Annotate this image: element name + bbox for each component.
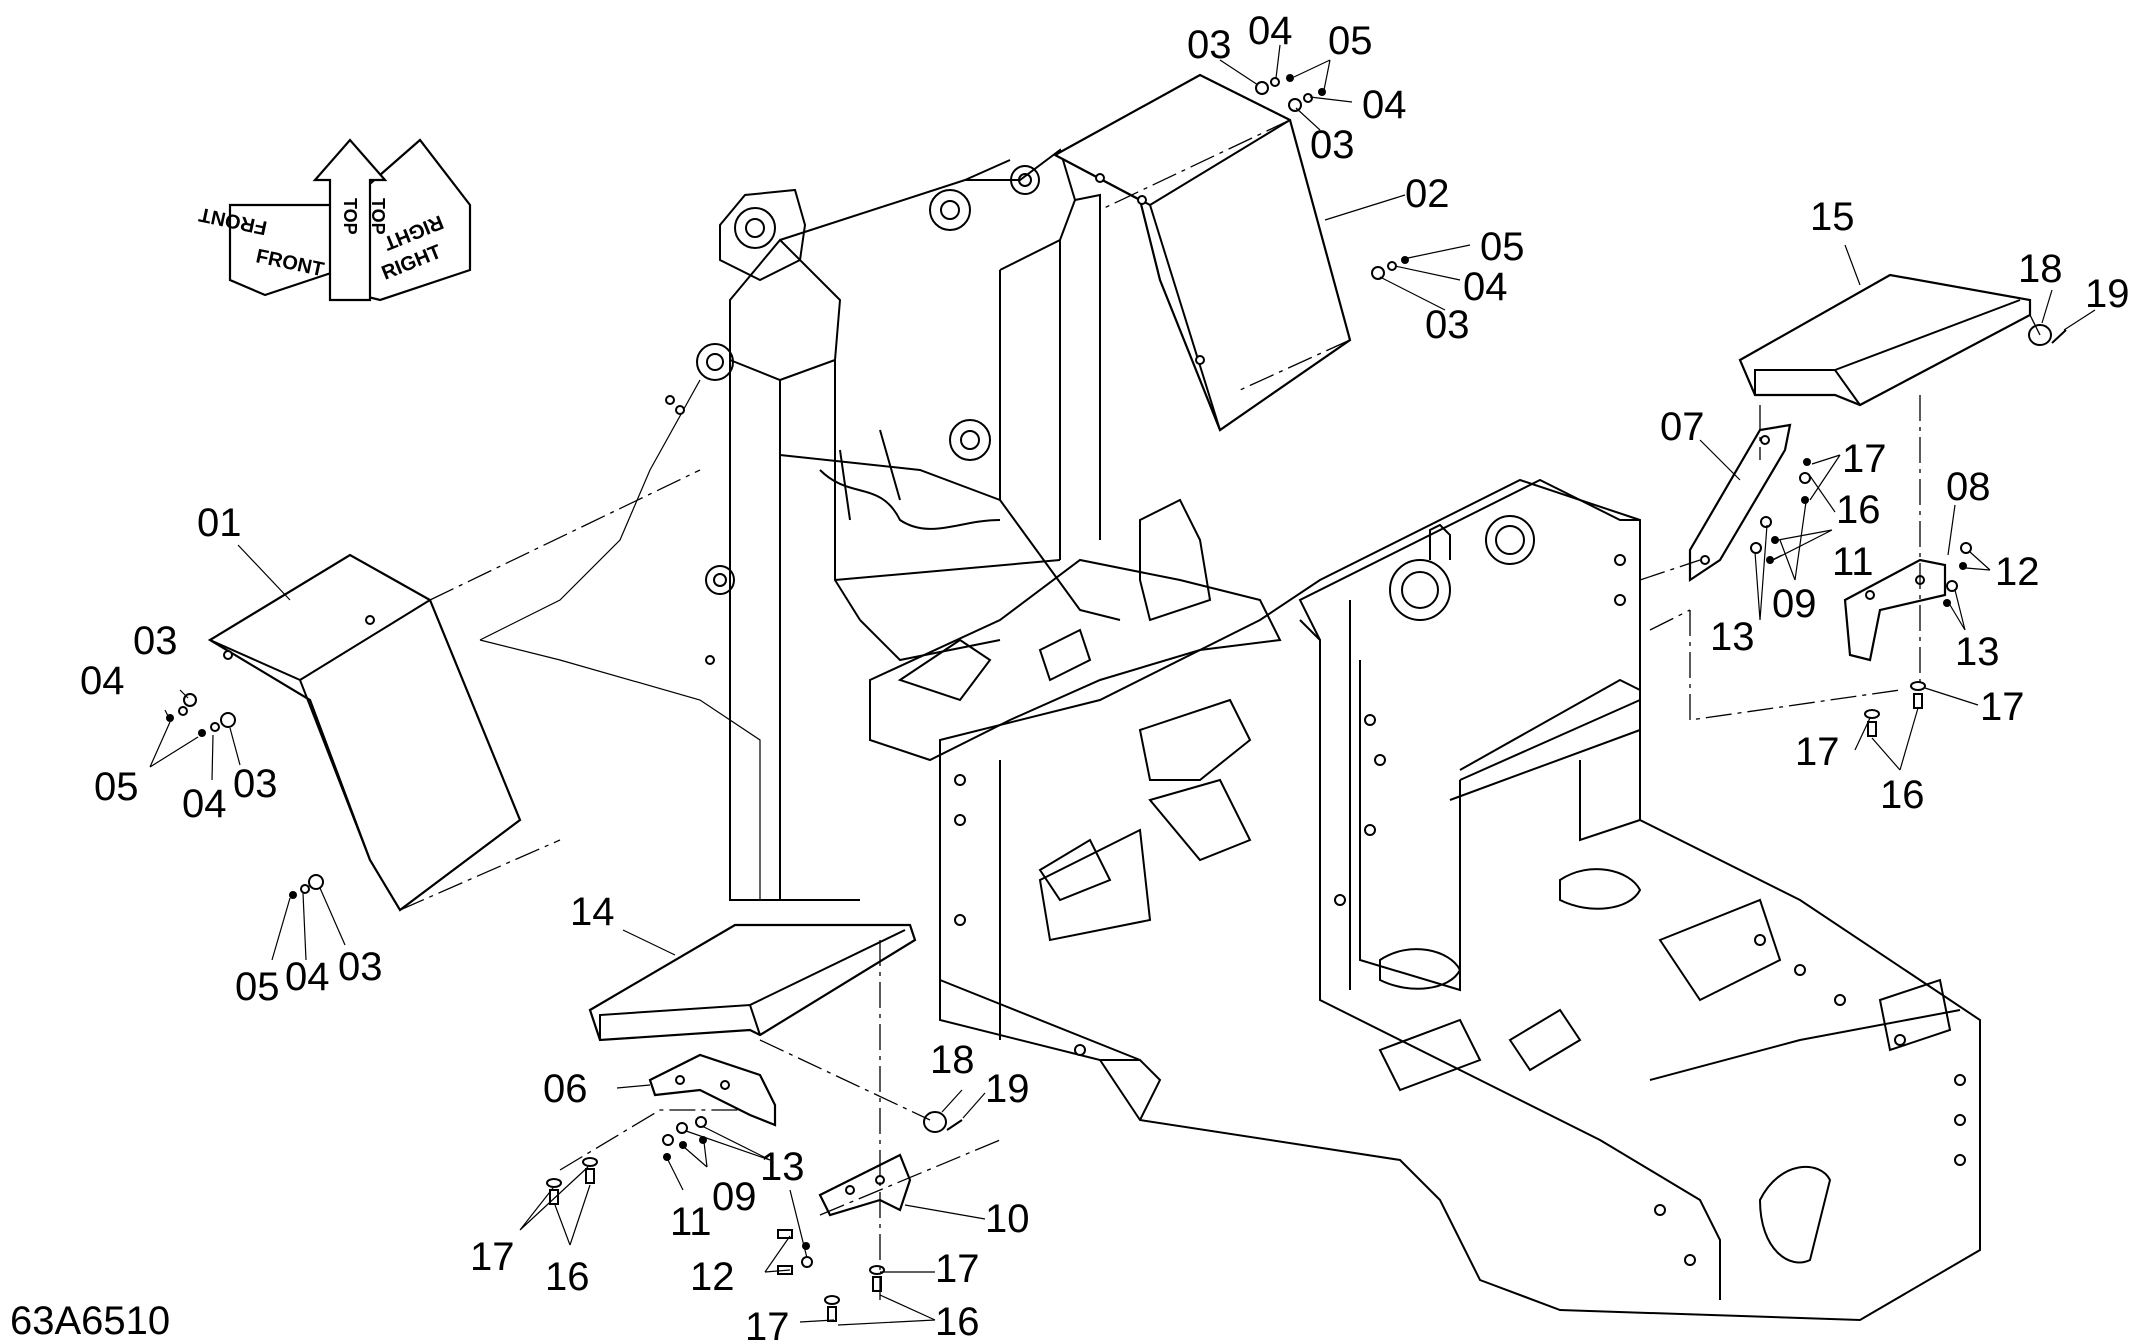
label-17: 17 <box>1980 685 2025 729</box>
label-18: 18 <box>930 1038 975 1082</box>
label-05: 05 <box>1328 19 1373 63</box>
label-11: 11 <box>670 1200 712 1244</box>
label-12: 12 <box>690 1255 735 1299</box>
label-04: 04 <box>80 659 125 703</box>
label-03: 03 <box>1425 303 1470 347</box>
label-09: 09 <box>712 1175 757 1219</box>
label-13: 13 <box>1710 615 1755 659</box>
label-16: 16 <box>1880 773 1925 817</box>
assembly-center-lines <box>399 119 2041 1300</box>
label-11: 11 <box>1832 540 1874 584</box>
label-17: 17 <box>745 1305 790 1341</box>
label-17: 17 <box>470 1235 515 1279</box>
label-03: 03 <box>1310 123 1355 167</box>
label-16: 16 <box>935 1300 980 1341</box>
main-frame <box>479 148 1981 1322</box>
label-01: 01 <box>197 501 242 545</box>
label-05: 05 <box>1480 225 1525 269</box>
label-09: 09 <box>1772 582 1817 626</box>
frame-bolts <box>665 395 1966 1266</box>
drawing-number: 63A6510 <box>10 1299 170 1341</box>
part-06-bracket <box>648 1053 777 1127</box>
label-10: 10 <box>985 1197 1030 1241</box>
label-17: 17 <box>1842 437 1887 481</box>
label-18: 18 <box>2018 247 2063 291</box>
label-04: 04 <box>1248 9 1293 53</box>
part-10-bracket <box>818 1153 912 1217</box>
hardware-washers-bolts <box>166 74 2067 1322</box>
label-04: 04 <box>1362 83 1407 127</box>
label-08: 08 <box>1946 465 1991 509</box>
label-17: 17 <box>935 1247 980 1291</box>
label-03: 03 <box>1187 23 1232 67</box>
part-15-right-step-cover <box>1738 273 2032 407</box>
label-16: 16 <box>545 1255 590 1299</box>
label-05: 05 <box>94 765 139 809</box>
part-labels: 01 03 04 05 04 03 05 04 03 03 04 05 04 0… <box>80 9 2130 1341</box>
label-19: 19 <box>985 1067 1030 1111</box>
label-15: 15 <box>1810 195 1855 239</box>
label-02: 02 <box>1405 172 1450 216</box>
label-16: 16 <box>1836 488 1881 532</box>
label-14: 14 <box>570 890 615 934</box>
orientation-indicator: FRONT FRONT TOP TOP RIGHT RIGHT <box>197 138 472 302</box>
label-03: 03 <box>338 945 383 989</box>
label-19: 19 <box>2085 272 2130 316</box>
label-05: 05 <box>235 965 280 1009</box>
leader-lines <box>149 44 2096 1326</box>
label-13: 13 <box>1955 630 2000 674</box>
label-04: 04 <box>1463 265 1508 309</box>
orientation-top-label: TOP <box>340 198 360 235</box>
label-17: 17 <box>1795 730 1840 774</box>
label-12: 12 <box>1995 550 2040 594</box>
label-13: 13 <box>760 1145 805 1189</box>
part-18-cap <box>923 324 2052 1133</box>
label-04: 04 <box>182 782 227 826</box>
orientation-top-label-second: TOP <box>368 198 388 235</box>
label-04: 04 <box>285 955 330 999</box>
label-06: 06 <box>543 1067 588 1111</box>
part-14-left-step-cover <box>588 923 917 1042</box>
part-01-front-left-cover <box>207 553 522 912</box>
part-02-upper-cover <box>1052 73 1352 432</box>
label-03: 03 <box>133 619 178 663</box>
part-07-bracket <box>1688 423 1792 583</box>
label-07: 07 <box>1660 405 1705 449</box>
label-03: 03 <box>233 762 278 806</box>
